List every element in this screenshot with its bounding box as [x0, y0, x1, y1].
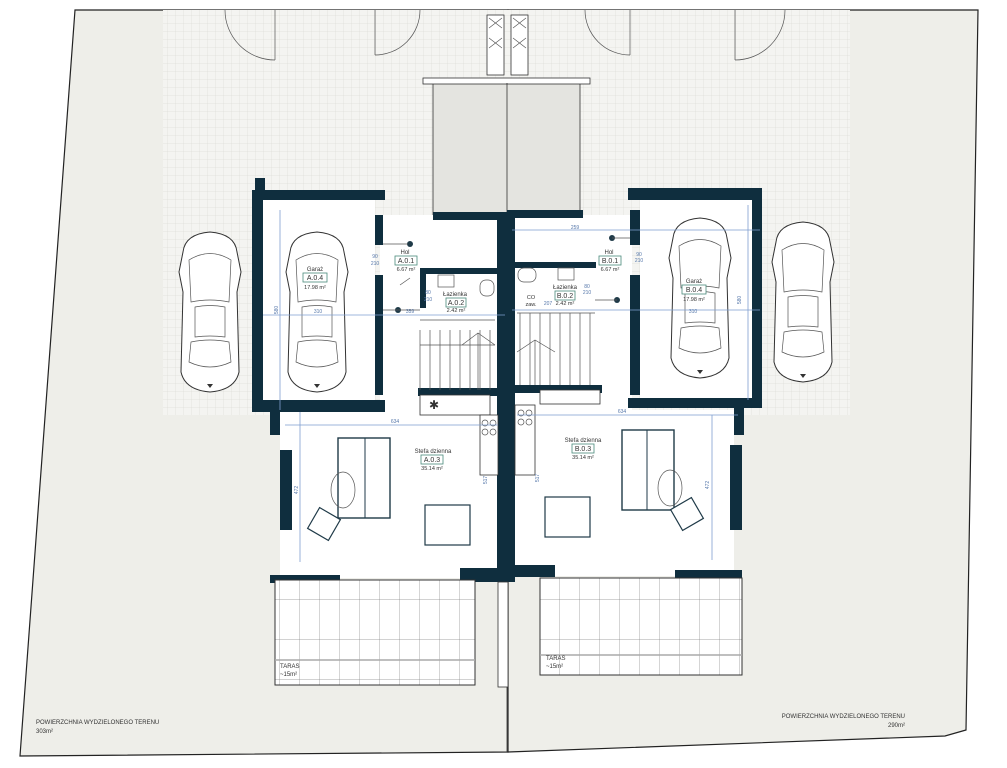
- plot-label: POWIERZCHNIA WYDZIELONEGO TERENU: [782, 714, 905, 720]
- room-name: Garaż: [686, 279, 702, 285]
- dimension: 517: [483, 476, 489, 485]
- room-area: 6.67 m²: [397, 267, 416, 273]
- room-area: 2.42 m²: [556, 301, 575, 307]
- room-code: A.0.3: [424, 457, 440, 464]
- room-name: Łazienka: [443, 292, 468, 298]
- boiler-label: CO: [527, 295, 536, 301]
- plot-label: POWIERZCHNIA WYDZIELONEGO TERENU: [36, 720, 159, 726]
- dimension: 634: [618, 409, 627, 415]
- dimension: 580: [737, 296, 743, 305]
- dimension: 472: [705, 481, 711, 490]
- door-height: 210: [371, 261, 380, 267]
- dimension: 207: [544, 301, 553, 307]
- room-name: Stefa dzienna: [565, 438, 602, 444]
- room-area: 6.67 m²: [601, 267, 620, 273]
- car-icon: [178, 231, 242, 393]
- room-area: 2.42 m²: [447, 308, 466, 314]
- dimension: 259: [571, 225, 580, 231]
- entrance-canopy: [432, 82, 581, 216]
- room-code: B.0.4: [686, 287, 702, 294]
- door-height: 210: [583, 290, 592, 296]
- door-height: 210: [635, 258, 644, 264]
- car-icon: [771, 221, 835, 383]
- room-code: B.0.2: [557, 293, 573, 300]
- room-area: 35.14 m²: [421, 466, 443, 472]
- extractor-icon: ✱: [429, 398, 439, 412]
- room-code: A.0.1: [398, 258, 414, 265]
- dimension: 634: [391, 419, 400, 425]
- unit-a: ✱: [252, 178, 507, 583]
- room-code: B.0.1: [602, 258, 618, 265]
- door-width: 80: [425, 290, 431, 296]
- terrace-b: [539, 577, 743, 676]
- room-name: Łazienka: [553, 285, 578, 291]
- dimension: 472: [294, 486, 300, 495]
- room-code: B.0.3: [575, 446, 591, 453]
- terrace-area: ~15m²: [546, 664, 563, 670]
- unit-b: [507, 188, 762, 582]
- room-area: 17.98 m²: [683, 297, 705, 303]
- door-width: 80: [584, 284, 590, 290]
- room-code: A.0.4: [307, 275, 323, 282]
- terrace-name: TARAS: [280, 664, 300, 670]
- door-width: 90: [372, 254, 378, 260]
- plot-area: 290m²: [888, 723, 905, 729]
- plot-area: 303m²: [36, 729, 53, 735]
- room-name: Hol: [604, 250, 613, 256]
- room-name: Hol: [400, 250, 409, 256]
- dimension: 310: [314, 309, 323, 315]
- dimension: 310: [689, 309, 698, 315]
- terrace-a: [274, 579, 476, 686]
- dimension: 359: [406, 309, 415, 315]
- terrace-area: ~15m²: [280, 672, 297, 678]
- terrace-name: TARAS: [546, 656, 566, 662]
- dimension: 580: [274, 306, 280, 315]
- door-width: 90: [636, 252, 642, 258]
- room-name: Garaż: [307, 267, 323, 273]
- dimension: 517: [535, 474, 541, 483]
- room-name: Stefa dzienna: [415, 449, 452, 455]
- door-height: 210: [424, 297, 433, 303]
- room-code: A.0.2: [448, 300, 464, 307]
- room-area: 17.98 m²: [304, 285, 326, 291]
- boiler-sub: zaw.: [525, 302, 536, 308]
- room-area: 35.14 m²: [572, 455, 594, 461]
